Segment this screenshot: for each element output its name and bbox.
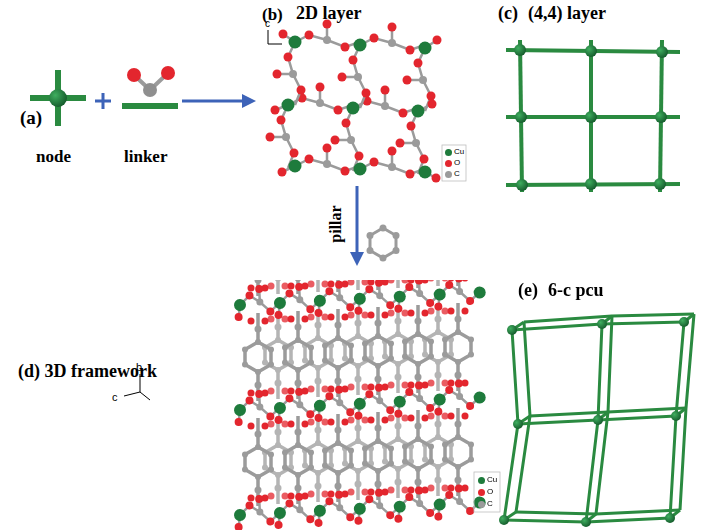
panel-label: (e) [518,281,538,301]
axis-label: b [136,361,142,373]
legend-row: Cu [445,148,464,156]
caption-text: 6-c pcu [548,281,604,301]
legend-text: C [487,500,493,508]
axis-label: c [265,18,270,29]
axis-label: c [112,391,118,403]
panel-label: (a) [20,108,42,129]
legend-swatch [478,477,485,484]
legend-text: Cu [454,148,464,156]
legend-swatch [445,171,452,178]
legend-swatch [445,149,452,156]
legend-row: Cu [478,476,497,484]
legend-swatch [445,160,452,167]
caption-text: (4,4) layer [528,4,606,24]
legend-text: C [454,170,460,178]
legend-text: O [487,488,493,496]
panel-label: (c) [498,4,518,24]
legend-row: C [478,500,493,508]
caption-text: pillar [327,205,345,242]
legend-row: C [445,170,460,178]
legend-row: O [445,159,460,167]
legend-swatch [478,489,485,496]
legend-text: O [454,159,460,167]
legend-text: Cu [487,476,497,484]
caption-text: node [36,148,71,167]
caption-text: 2D layer [296,4,361,24]
legend-row: O [478,488,493,496]
legend-swatch [478,501,485,508]
caption-text: linker [124,148,167,167]
